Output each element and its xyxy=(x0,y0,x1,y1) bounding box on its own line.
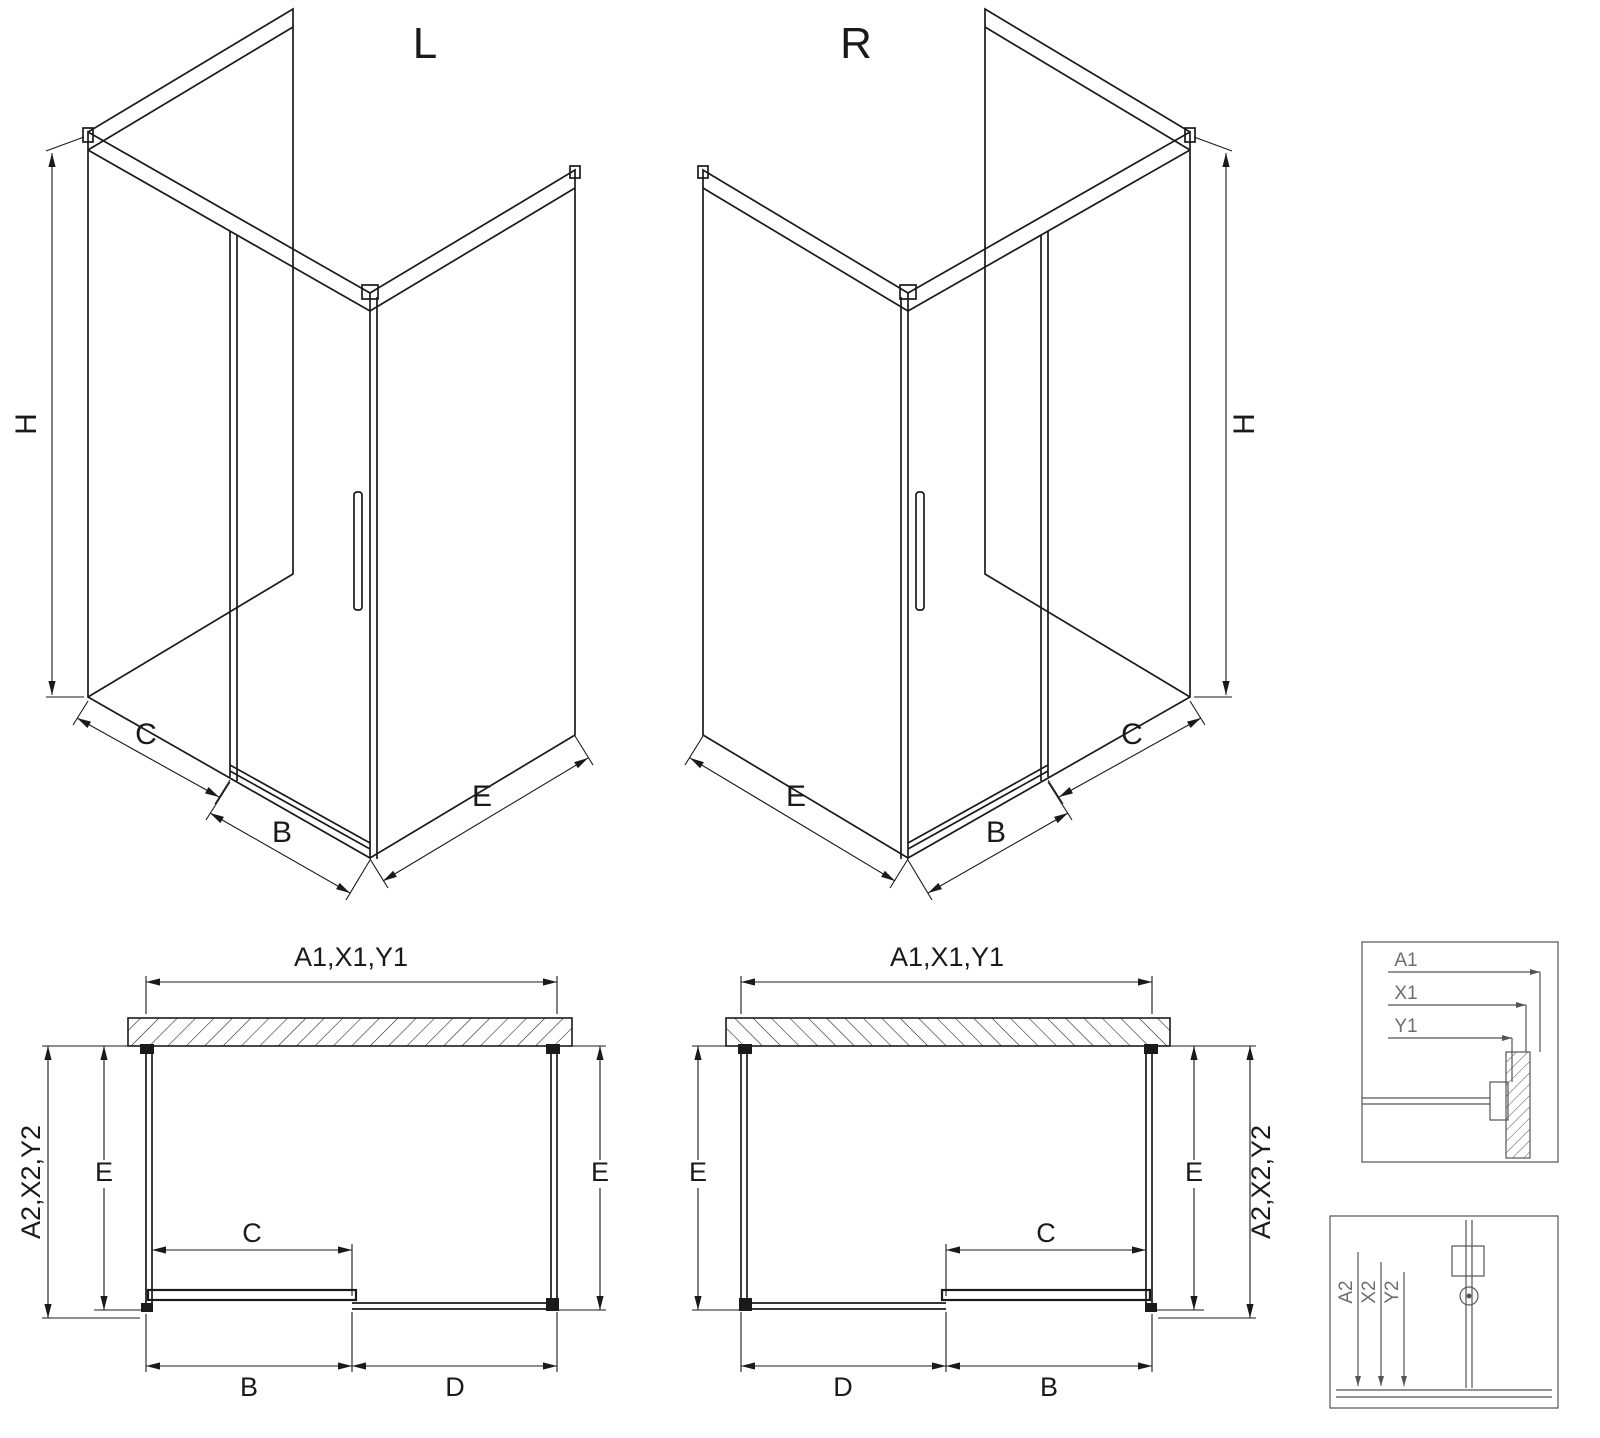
plan-left-outer-dim: A2,X2,Y2 xyxy=(16,1125,46,1239)
plan-view-left: A1,X1,Y1 A2,X2,Y2 E E C B D xyxy=(16,942,614,1402)
detail-top-label-y1: Y1 xyxy=(1394,1016,1417,1037)
detail-view-bottom: A2 X2 Y2 xyxy=(1329,1215,1559,1409)
detail-bottom-label-x2: X2 xyxy=(1359,1280,1380,1303)
plan-right-bottom-left-dim: D xyxy=(833,1372,853,1402)
roller-axle xyxy=(1466,1293,1472,1299)
dim-label-fixed-right: C xyxy=(1121,718,1143,751)
detail-top-label-a1: A1 xyxy=(1394,950,1417,971)
dim-label-door-left: B xyxy=(272,816,292,849)
plan-left-door-dim: C xyxy=(242,1218,262,1248)
plan-view-right: A1,X1,Y1 E E A2,X2,Y2 C D B xyxy=(684,942,1276,1402)
dim-label-door-right: B xyxy=(986,816,1006,849)
plan-right-inner-dim: E xyxy=(1185,1157,1203,1187)
plan-right-bottom-right-dim: B xyxy=(1040,1372,1058,1402)
detail-wall-hatch xyxy=(1505,1051,1531,1159)
iso-right-mirrored-geometry xyxy=(685,9,1232,900)
label-mask xyxy=(90,1160,118,1188)
plan-right-left-dim: E xyxy=(689,1157,707,1187)
dim-label-fixed-left: C xyxy=(135,718,157,751)
dim-label-depth-left: E xyxy=(472,780,492,813)
roller-bracket xyxy=(1451,1245,1485,1277)
detail-top-label-x1: X1 xyxy=(1394,983,1417,1004)
iso-view-left: L H C B E xyxy=(10,9,593,900)
iso-view-right: R H E B C xyxy=(685,9,1261,900)
detail-top-frame xyxy=(1361,941,1559,1163)
dim-label-depth-right: E xyxy=(786,780,806,813)
detail-view-top: A1 X1 Y1 xyxy=(1361,941,1559,1163)
detail-bottom-frame xyxy=(1329,1215,1559,1409)
detail-bottom-label-a2: A2 xyxy=(1336,1280,1357,1303)
roller-wheel xyxy=(1459,1286,1479,1306)
dim-label-height-right: H xyxy=(1228,413,1261,435)
plan-right-top-dim: A1,X1,Y1 xyxy=(890,942,1004,972)
label-mask xyxy=(586,1160,614,1188)
detail-bottom-label-y2: Y2 xyxy=(1382,1280,1403,1303)
plan-left-right-dim: E xyxy=(591,1157,609,1187)
iso-right-title: R xyxy=(840,19,872,68)
plan-left-bottom-right-dim: D xyxy=(445,1372,465,1402)
dim-label-height-left: H xyxy=(10,413,43,435)
plan-left-inner-dim: E xyxy=(95,1157,113,1187)
plan-right-mirrored-geometry xyxy=(692,976,1256,1372)
plan-right-outer-dim: A2,X2,Y2 xyxy=(1246,1125,1276,1239)
label-mask xyxy=(1180,1160,1208,1188)
label-mask xyxy=(684,1160,712,1188)
plan-left-top-dim: A1,X1,Y1 xyxy=(294,942,408,972)
detail-wall-profile xyxy=(1489,1081,1509,1121)
detail-bottom-section xyxy=(1336,1220,1552,1398)
plan-right-door-dim: C xyxy=(1036,1218,1056,1248)
plan-left-bottom-left-dim: B xyxy=(240,1372,258,1402)
iso-left-title: L xyxy=(413,19,437,68)
detail-top-section xyxy=(1362,1051,1531,1159)
